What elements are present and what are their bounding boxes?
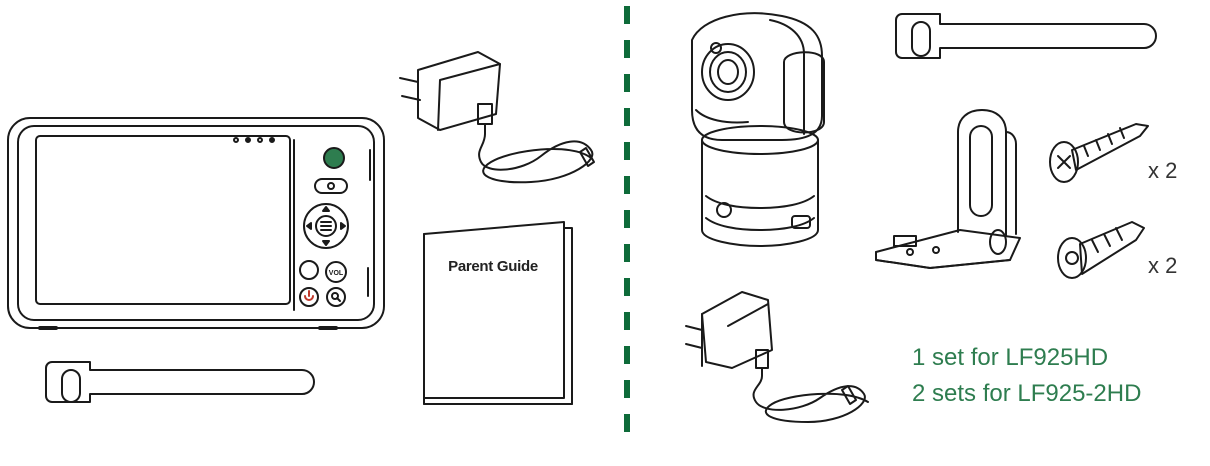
phone-icon bbox=[314, 178, 348, 194]
wall-anchor bbox=[1057, 221, 1145, 279]
vol-icon bbox=[325, 261, 347, 283]
cable-tie-left bbox=[45, 361, 315, 403]
indicator-lights bbox=[233, 137, 275, 143]
monitor-screen bbox=[35, 135, 291, 305]
power-adapter-camera bbox=[685, 291, 869, 423]
baby-camera bbox=[691, 12, 825, 247]
parent-guide-title: Parent Guide bbox=[448, 258, 538, 275]
sets-line-1: 1 set for LF925HD bbox=[912, 344, 1109, 371]
vol-label: VOL bbox=[329, 270, 344, 277]
menu-icon bbox=[315, 215, 337, 237]
sets-line-2: 2 sets for LF925-2HD bbox=[912, 380, 1142, 407]
screw-quantity: x 2 bbox=[1148, 158, 1178, 183]
talk-icon bbox=[299, 260, 319, 280]
power-adapter-monitor bbox=[399, 51, 595, 184]
dpad-button bbox=[303, 203, 349, 249]
anchor-quantity: x 2 bbox=[1148, 253, 1178, 278]
camera-lens bbox=[701, 43, 755, 101]
screw bbox=[1049, 123, 1149, 183]
zoom-icon bbox=[326, 287, 346, 307]
parent-guide-booklet bbox=[423, 221, 573, 405]
cable-tie-right bbox=[895, 13, 1157, 59]
parent-monitor bbox=[7, 117, 385, 330]
camera-logo-icon bbox=[716, 202, 732, 218]
camera-arm bbox=[783, 51, 825, 134]
leapfrog-logo-icon bbox=[323, 147, 345, 169]
power-icon bbox=[299, 287, 319, 307]
wall-mount-bracket bbox=[875, 109, 1021, 269]
